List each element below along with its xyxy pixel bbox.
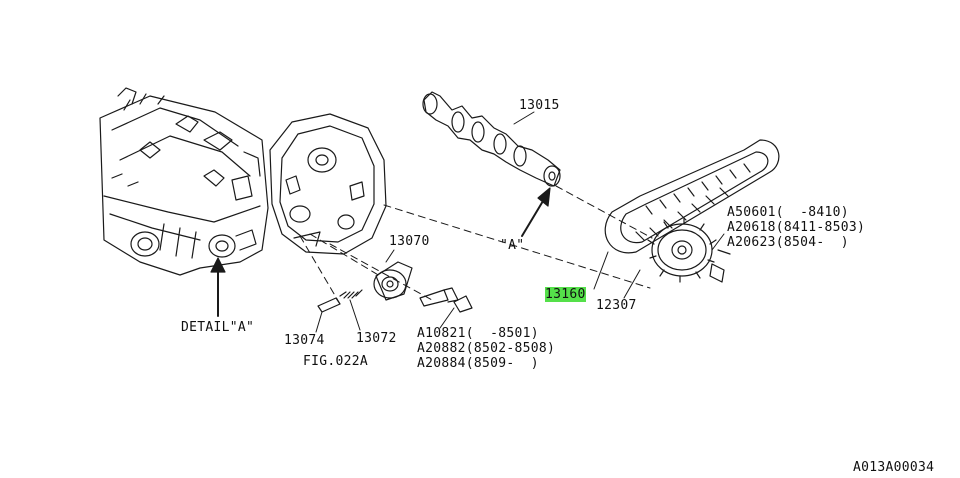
timing-belt [604, 139, 780, 254]
callout-tensioner: 13070 [389, 234, 430, 249]
leader-lines [299, 185, 653, 305]
callout-cam-sprocket: 12307 [596, 298, 637, 313]
tensioner-bolt-2 [453, 295, 473, 313]
engine-block [99, 87, 269, 276]
callout-camshaft: 13015 [519, 98, 560, 113]
callout-lines [315, 111, 725, 333]
tensioner-pulley [373, 261, 413, 301]
sprocket-bolt-2: A20618(8411-8503) [727, 220, 866, 235]
tensioner-bolt [419, 287, 459, 307]
camshaft [422, 91, 561, 187]
sprocket-bolt [709, 249, 731, 283]
detail-arrow [210, 257, 226, 317]
callout-spring: 13072 [356, 331, 397, 346]
figure-reference: FIG.022A [303, 354, 369, 369]
callout-timing-belt-highlighted[interactable]: 13160 [545, 287, 586, 302]
sprocket-bolt-1: A50601( -8410) [727, 205, 849, 220]
cam-sprocket [647, 217, 717, 283]
spring-parts [317, 289, 363, 313]
tensioner-bolt-3: A20884(8509- ) [417, 356, 539, 371]
detail-a-label: DETAIL"A" [181, 320, 255, 335]
timing-cover [269, 113, 387, 255]
view-a-label: "A" [500, 238, 525, 253]
tensioner-bolt-1: A10821( -8501) [417, 326, 539, 341]
tensioner-bolt-2: A20882(8502-8508) [417, 341, 556, 356]
sprocket-bolt-3: A20623(8504- ) [727, 235, 849, 250]
view-arrow [521, 187, 551, 237]
callout-spacer: 13074 [284, 333, 325, 348]
diagram-code: A013A00034 [853, 460, 935, 475]
